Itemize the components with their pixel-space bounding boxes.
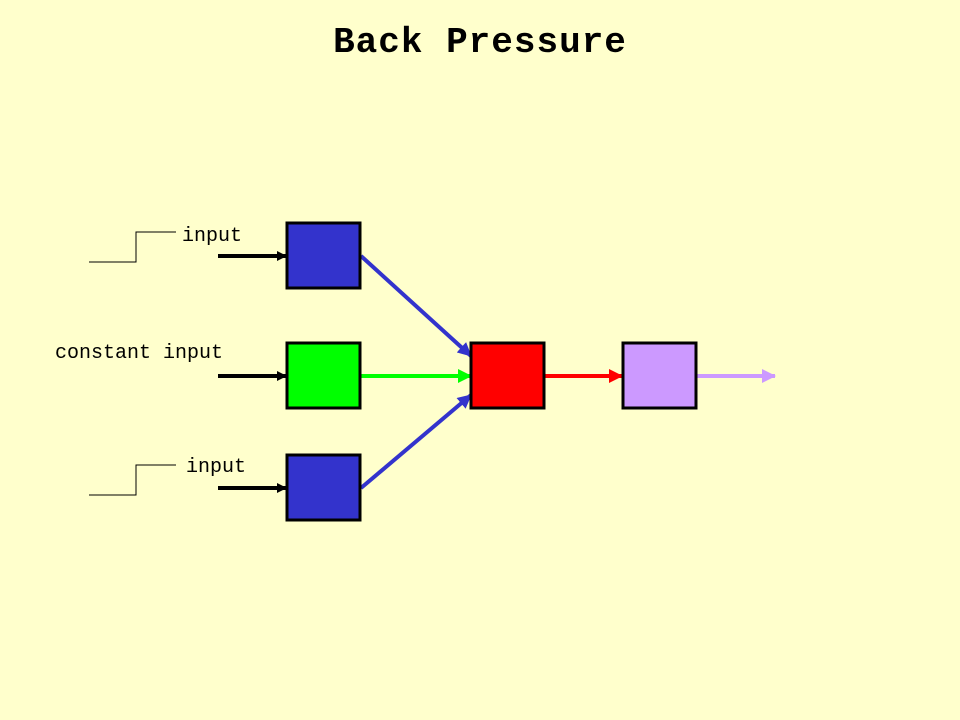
node-purple — [621, 341, 698, 410]
edge-top-to-red — [359, 254, 473, 358]
edge-bottom-to-red — [359, 393, 473, 490]
step-signal-bottom-icon — [89, 464, 176, 496]
node-red — [469, 341, 546, 410]
top-input-label: input — [182, 225, 243, 248]
step-signal-top-icon — [89, 231, 176, 263]
slide-title: Back Pressure — [333, 22, 627, 63]
node-bottom-blue — [285, 453, 362, 522]
node-top-blue — [285, 221, 362, 290]
node-middle-green — [285, 341, 362, 410]
bottom-input-label: input — [186, 456, 247, 479]
constant-input-label: constant input — [55, 342, 224, 365]
